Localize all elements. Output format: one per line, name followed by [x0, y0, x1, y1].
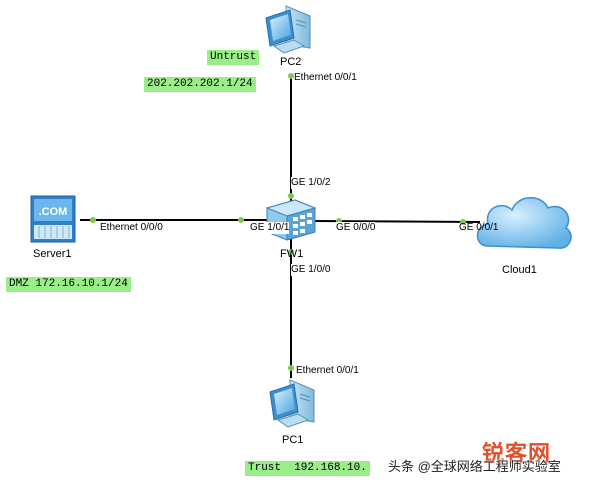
zone-untrust-ip-label: 202.202.202.1/24 — [144, 77, 256, 92]
zone-trust-label: Trust 192.168.10. — [245, 461, 370, 476]
port-dot-fw1-south — [288, 249, 294, 255]
zone-dmz-label: DMZ 172.16.10.1/24 — [6, 277, 131, 292]
port-dot-pc2 — [288, 73, 294, 79]
server1-port-label: Ethernet 0/0/0 — [100, 222, 163, 234]
port-dot-fw1-north — [288, 193, 294, 199]
svg-text:.COM: .COM — [39, 206, 68, 218]
cloud1-name: Cloud1 — [502, 264, 537, 276]
fw1-south-port-label: GE 1/0/0 — [291, 264, 331, 276]
zone-untrust-label: Untrust — [207, 50, 260, 65]
port-dot-cloud1 — [460, 219, 466, 225]
pc2-name: PC2 — [280, 56, 302, 68]
pc1-icon[interactable] — [269, 379, 315, 428]
cloud1-port-label: GE 0/0/1 — [459, 222, 499, 233]
server1-icon[interactable]: .COM — [30, 195, 76, 243]
fw1-name: FW1 — [280, 248, 304, 260]
port-dot-pc1 — [288, 365, 294, 371]
pc1-name: PC1 — [282, 434, 304, 446]
fw1-west-port-label: GE 1/0/1 — [250, 222, 290, 234]
fw1-north-port-label: GE 1/0/2 — [291, 177, 331, 189]
watermark-logo: 锐客网 — [482, 442, 552, 467]
pc2-icon[interactable] — [265, 5, 311, 54]
port-dot-fw1-west — [238, 217, 244, 223]
pc1-port-label: Ethernet 0/0/1 — [296, 365, 359, 377]
watermark-text: 头条 @全球网络工程师实验室 — [388, 459, 561, 474]
pc2-port-label: Ethernet 0/0/1 — [294, 72, 357, 84]
fw1-icon[interactable] — [265, 199, 317, 241]
cloud1-icon[interactable] — [476, 197, 572, 249]
fw1-east-port-label: GE 0/0/0 — [336, 222, 376, 234]
port-dot-server1 — [90, 217, 96, 223]
server1-name: Server1 — [33, 248, 72, 260]
